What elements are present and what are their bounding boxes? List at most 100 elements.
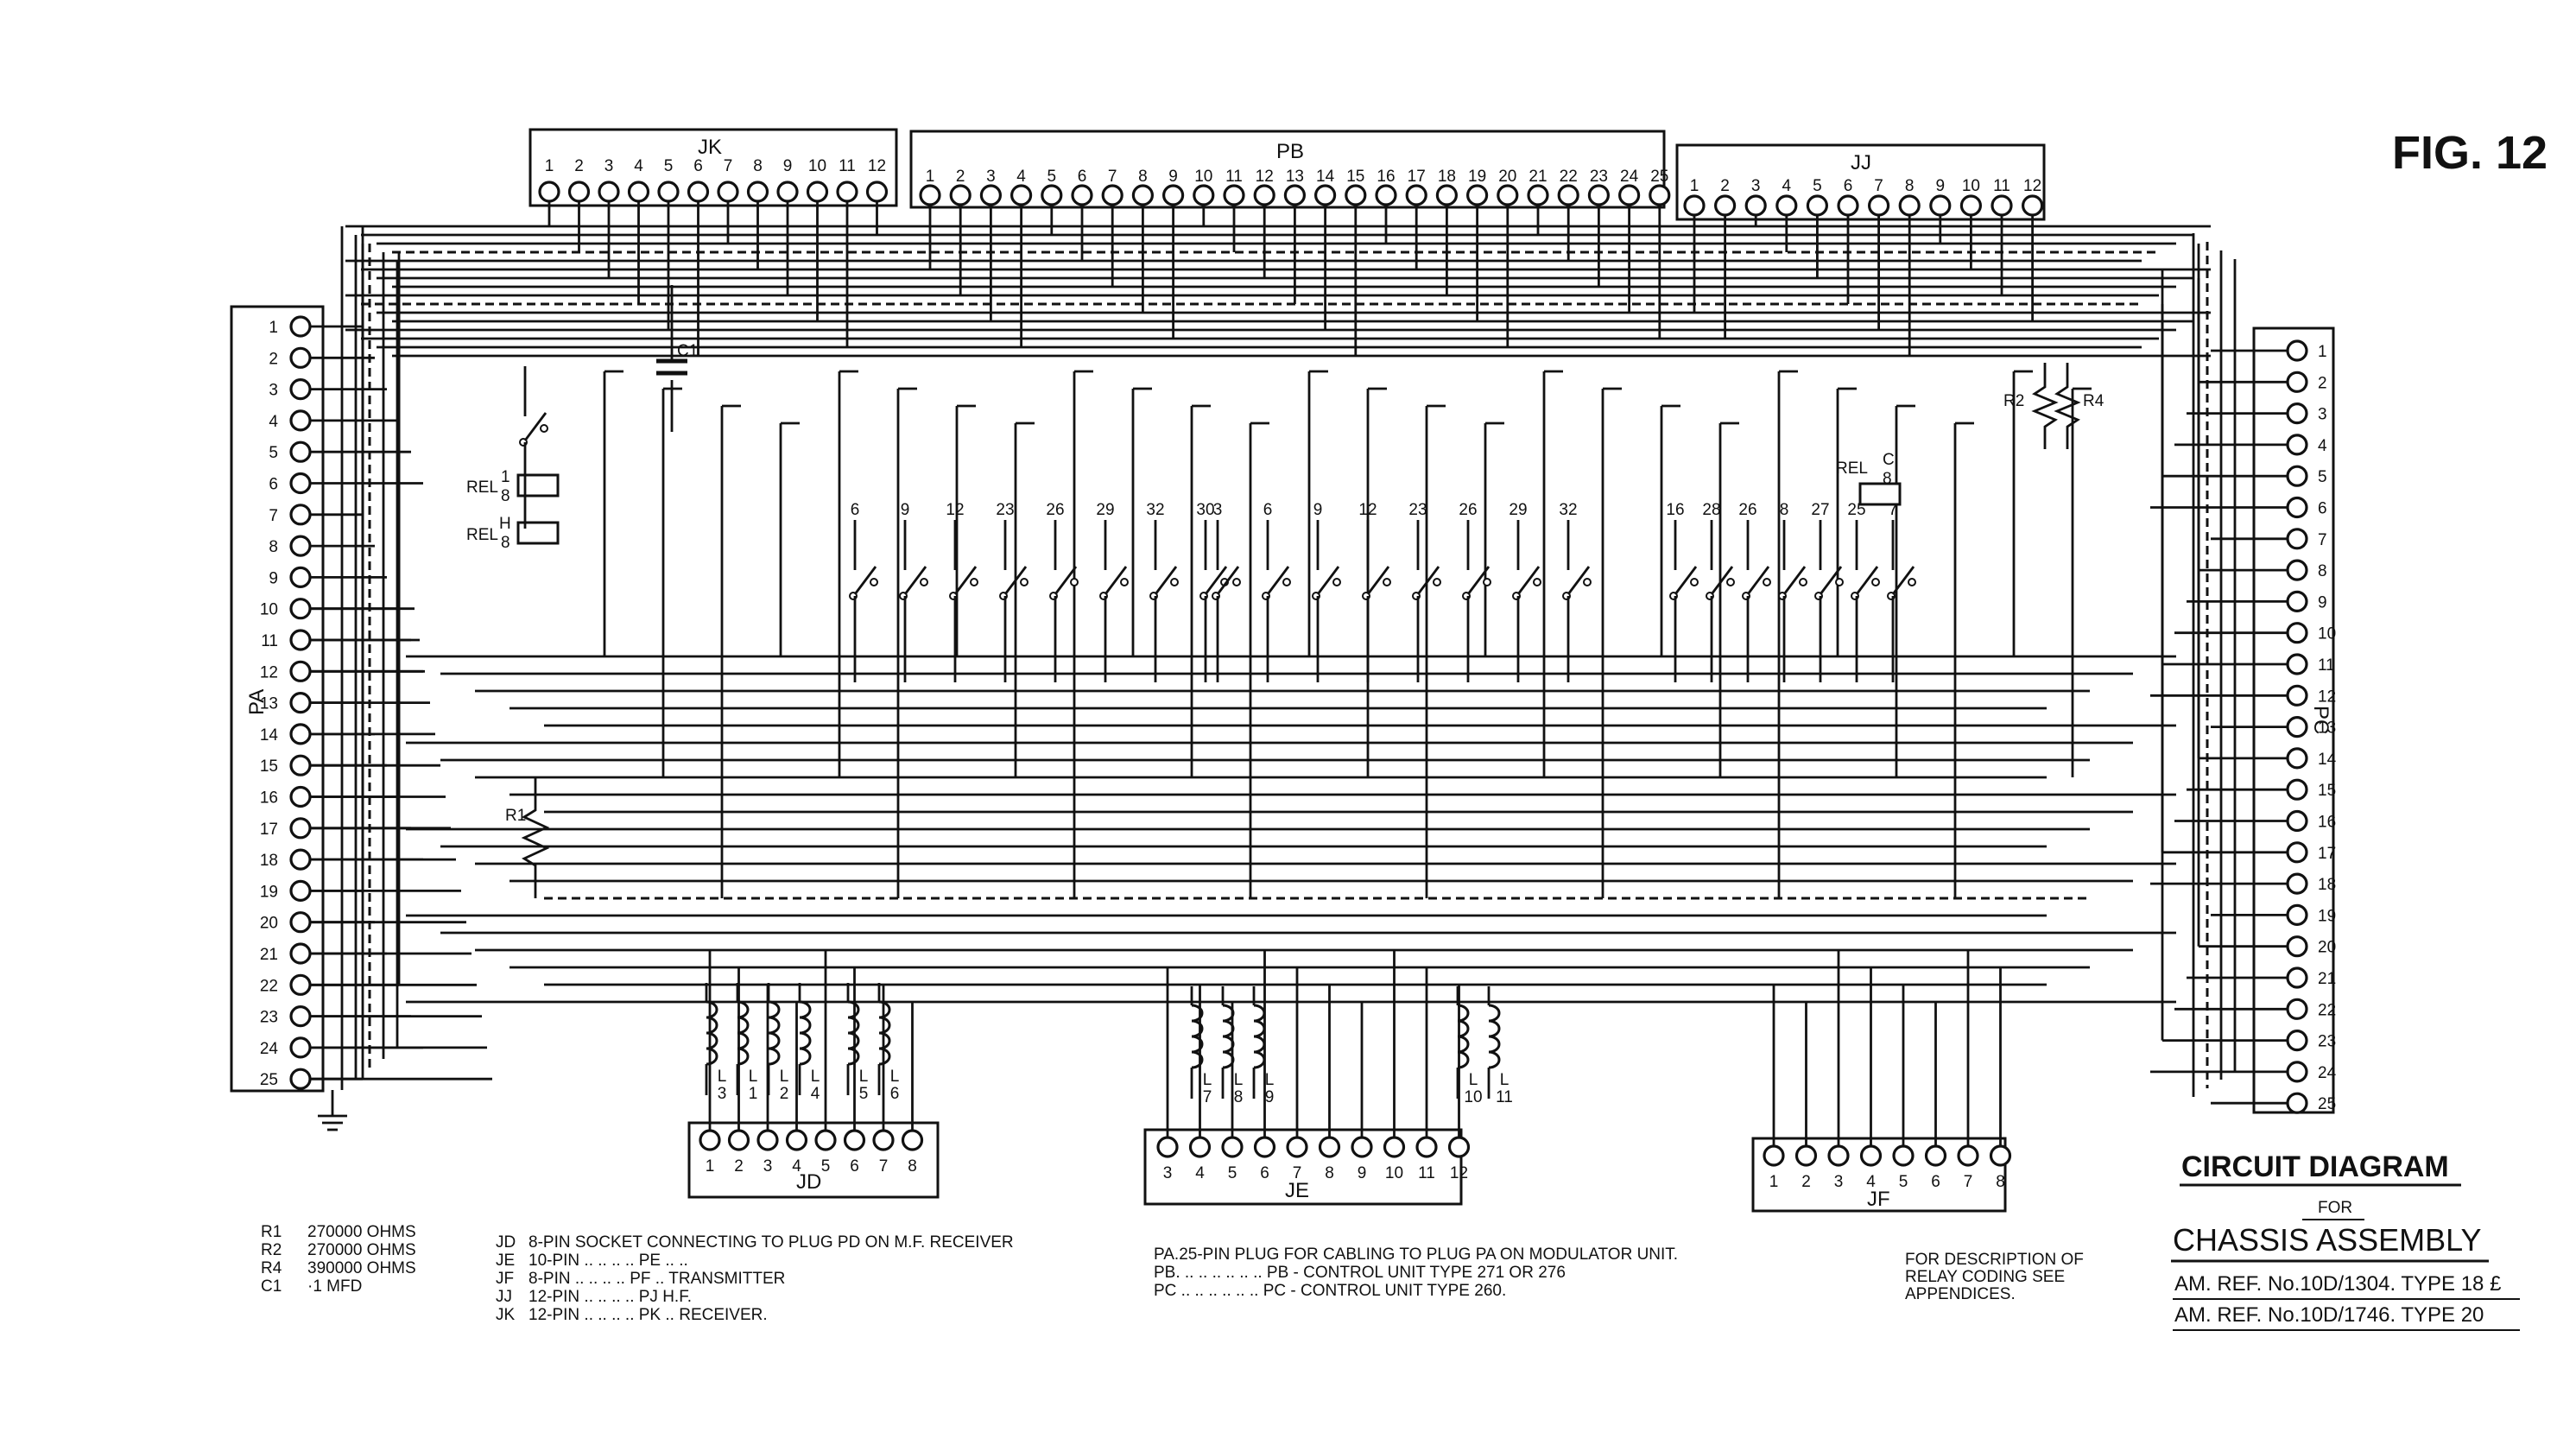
contact-set-c: 23 (996, 501, 1029, 682)
pin-terminal (1929, 194, 1952, 217)
pin-label: 8 (1138, 168, 1148, 186)
contact-arm (1466, 566, 1491, 595)
pin-label: 15 (2318, 782, 2336, 800)
pin-terminal (1101, 184, 1123, 206)
contact-tag: 6 (851, 501, 860, 519)
fig-label: FIG. 12 (2392, 127, 2548, 179)
pin-label: 8 (753, 157, 763, 175)
pin-pb: 12 (1253, 168, 1275, 206)
pin-terminal (2286, 496, 2308, 519)
pin-label: 2 (2318, 374, 2327, 392)
plug-description-note: PA.25-PIN PLUG FOR CABLING TO PLUG PA ON… (1154, 1245, 1678, 1300)
pin-label: 4 (1016, 168, 1026, 186)
pin-terminal (289, 535, 312, 557)
contact-tag: 6 (1263, 501, 1273, 519)
pin-terminal (1991, 194, 2013, 217)
pin-terminal (289, 598, 312, 620)
coil-label: L (718, 1068, 727, 1086)
coil-label: L (1500, 1071, 1510, 1089)
pin-terminal (1806, 194, 1828, 217)
connector-jk: JK (528, 128, 898, 207)
contact-set-c: 26 (1046, 501, 1079, 682)
pin-jj: 8 (1898, 177, 1921, 217)
pin-label: 8 (1905, 177, 1915, 195)
pin-label: 20 (2318, 939, 2336, 957)
pin-terminal (1318, 1136, 1341, 1158)
contact-set-h: 9 (1312, 501, 1341, 682)
socket-ref: JJ (496, 1288, 512, 1306)
pin-label: 6 (1931, 1173, 1940, 1191)
relay-rel-1-8-num: 1 (501, 468, 510, 486)
coil-winding (799, 1000, 812, 1066)
coil-winding (706, 1000, 718, 1066)
pin-label: 22 (1560, 168, 1578, 186)
contact-arm (1855, 566, 1879, 595)
pin-terminal (785, 1129, 808, 1151)
pin-label: 10 (2318, 625, 2336, 643)
pin-label: 4 (634, 157, 643, 175)
pin-terminal (865, 181, 889, 203)
contact-point (1332, 578, 1341, 586)
contact-point (1232, 578, 1241, 586)
pin-label: 9 (783, 157, 793, 175)
relay-coding-note: FOR DESCRIPTION OF RELAY CODING SEE APPE… (1905, 1251, 2084, 1303)
contact-arm (1204, 566, 1228, 595)
title-chassis-assembly: CHASSIS ASSEMBLY (2173, 1222, 2481, 1258)
pin-label: 20 (260, 915, 278, 933)
pin-label: 7 (2318, 531, 2327, 549)
inductor-jd: L2 (767, 983, 788, 1103)
pin-terminal (2286, 622, 2308, 644)
contact-arm (1054, 566, 1078, 595)
pin-terminal (2286, 339, 2308, 362)
connector-jj-name: JJ (1851, 151, 1871, 174)
pin-pc: 21 (2286, 967, 2336, 989)
pin-pa: 21 (260, 942, 312, 965)
pin-label: 3 (2318, 406, 2327, 424)
pin-terminal (289, 848, 312, 871)
inductor-je: L7 (1190, 986, 1212, 1106)
pin-terminal (289, 629, 312, 651)
note-ref: C1 (261, 1277, 282, 1296)
pin-label: 6 (850, 1157, 859, 1176)
pin-label: 10 (1194, 168, 1212, 186)
pin-label: 16 (1377, 168, 1395, 186)
title-for: FOR (2318, 1199, 2352, 1217)
pin-label: 10 (1385, 1164, 1403, 1182)
coil-label: L (890, 1068, 900, 1086)
pin-terminal (2286, 935, 2308, 958)
contact-point (540, 424, 548, 433)
pin-label: 3 (1163, 1164, 1173, 1182)
pin-label: 13 (2318, 719, 2336, 738)
pin-pb: 22 (1557, 168, 1579, 206)
relay-coil-rel-1-8: REL 1 8 (466, 468, 560, 505)
pin-terminal (1313, 184, 1337, 206)
pin-label: 13 (260, 695, 278, 713)
contact-set-h: 32 (1559, 501, 1592, 682)
contact-set-h: 23 (1408, 501, 1441, 682)
pin-label: 7 (1293, 1164, 1302, 1182)
title-block: CIRCUIT DIAGRAM FOR CHASSIS ASSEMBLY AM.… (2171, 1150, 2520, 1331)
pin-label: 1 (1769, 1173, 1779, 1191)
contact-point (1835, 578, 1844, 586)
pin-terminal (289, 378, 312, 401)
resistor-r2: R2 (2003, 363, 2059, 449)
pin-terminal (1435, 184, 1459, 206)
pin-terminal (289, 942, 312, 965)
pin-label: 19 (1468, 168, 1486, 186)
coil-winding (768, 1000, 781, 1066)
pins-pc: 1234567891011121314151617181920212223242… (2286, 339, 2337, 1114)
pin-jj: 1 (1683, 177, 1706, 217)
contact-set-right: 8 (1778, 501, 1807, 682)
pin-pc: 5 (2286, 465, 2327, 487)
contact-point (970, 578, 978, 586)
pin-label: 8 (2318, 562, 2327, 580)
socket-ref: JD (496, 1233, 516, 1252)
contact-set-h: 6 (1262, 501, 1291, 682)
pin-terminal (538, 181, 560, 203)
contact-point (1690, 578, 1699, 586)
pin-label: 1 (1690, 177, 1699, 195)
pin-label: 14 (260, 726, 279, 745)
pin-label: 24 (2318, 1064, 2337, 1082)
pin-terminal (1924, 1144, 1947, 1167)
